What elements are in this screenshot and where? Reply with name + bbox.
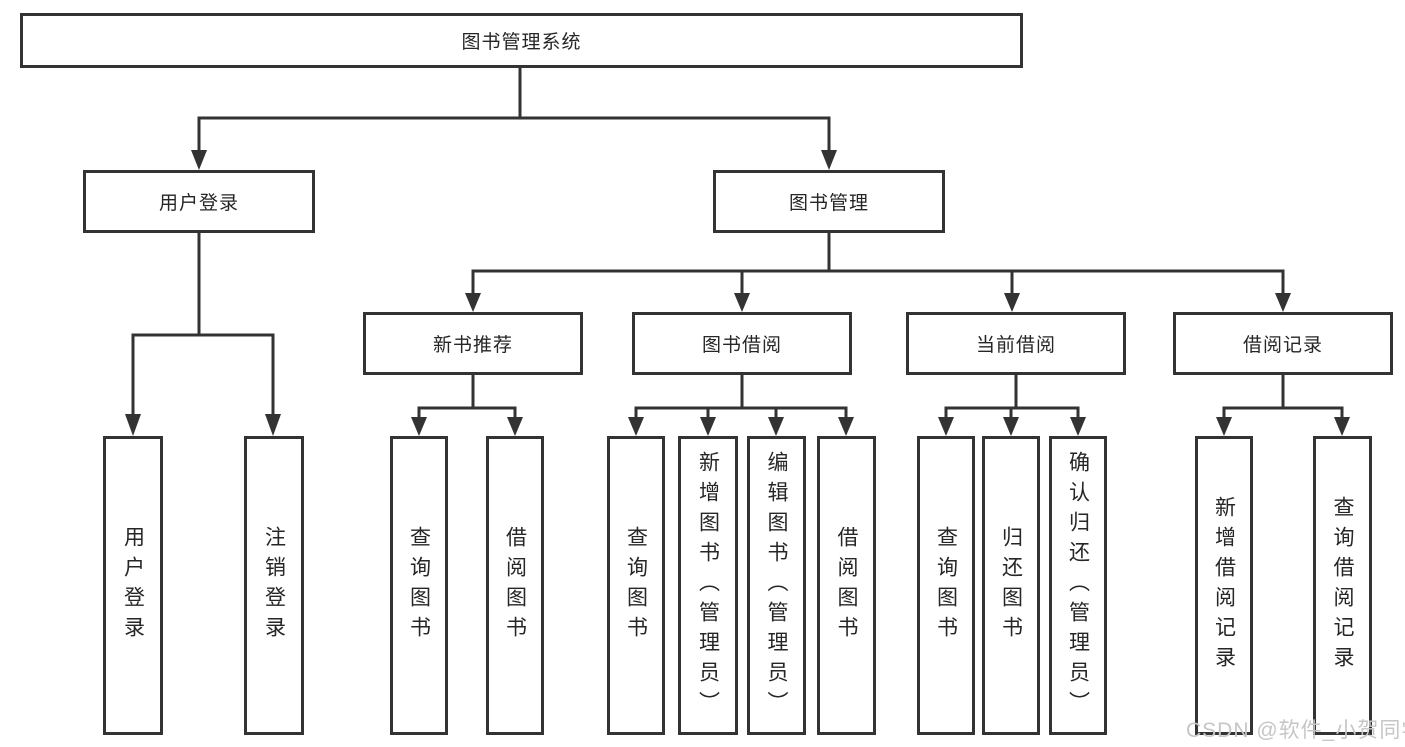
node-leaf-query-borrow-record: 查询借阅记录 xyxy=(1313,436,1372,735)
node-leaf-borrow-books-2: 借阅图书 xyxy=(817,436,876,735)
node-leaf-query-books-3: 查询图书 xyxy=(917,436,975,735)
connector-mgmt-to-level2 xyxy=(465,233,1291,312)
node-leaf-borrow-books-1: 借阅图书 xyxy=(486,436,544,735)
node-book-management-branch: 图书管理 xyxy=(713,170,945,233)
node-leaf-confirm-return-admin: 确认归还（管理员） xyxy=(1049,436,1107,735)
connector-current-to-leaves xyxy=(938,375,1086,436)
node-leaf-add-borrow-record: 新增借阅记录 xyxy=(1195,436,1253,735)
node-book-borrowing: 图书借阅 xyxy=(632,312,852,375)
node-leaf-query-books-2: 查询图书 xyxy=(607,436,665,735)
node-leaf-query-books-1: 查询图书 xyxy=(390,436,448,735)
node-borrow-records: 借阅记录 xyxy=(1173,312,1393,375)
node-leaf-logout: 注销登录 xyxy=(244,436,304,735)
node-leaf-return-books: 归还图书 xyxy=(982,436,1040,735)
connector-borrow-to-leaves xyxy=(628,375,854,436)
node-user-login-branch: 用户登录 xyxy=(83,170,315,233)
node-leaf-user-login: 用户登录 xyxy=(103,436,163,735)
node-new-book-recommend: 新书推荐 xyxy=(363,312,583,375)
connector-root-to-level1 xyxy=(191,68,837,170)
node-library-system: 图书管理系统 xyxy=(20,13,1023,68)
node-leaf-edit-book-admin: 编辑图书（管理员） xyxy=(747,436,806,735)
connector-login-to-leaves xyxy=(125,233,281,436)
node-current-borrowing: 当前借阅 xyxy=(906,312,1126,375)
connector-records-to-leaves xyxy=(1216,375,1350,436)
csdn-watermark: CSDN @软件_小贺同学 xyxy=(1186,719,1405,742)
node-leaf-add-book-admin: 新增图书（管理员） xyxy=(678,436,738,735)
connector-newbook-to-leaves xyxy=(411,375,523,436)
